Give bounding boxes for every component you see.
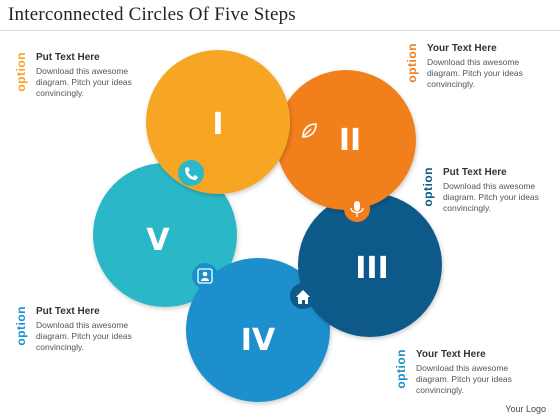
step-1-circle xyxy=(146,50,290,194)
option-label: option xyxy=(394,349,408,389)
block-heading: Put Text Here xyxy=(36,52,100,63)
step-1-numeral: I xyxy=(212,107,223,142)
step-1-piece: I xyxy=(146,50,290,194)
leaf-icon xyxy=(302,123,317,138)
block-heading: Put Text Here xyxy=(443,167,507,178)
step-2-numeral: II xyxy=(339,123,361,158)
block-body: Download this awesome diagram. Pitch you… xyxy=(36,320,132,352)
step-4-numeral: IV xyxy=(241,323,276,358)
logo-text: Your Logo xyxy=(505,404,546,414)
connector-4-5 xyxy=(192,263,218,289)
block-heading: Your Text Here xyxy=(427,43,497,54)
title-divider xyxy=(0,30,560,31)
option-label: option xyxy=(405,43,419,83)
phone-icon xyxy=(185,167,198,180)
block-body: Download this awesome diagram. Pitch you… xyxy=(427,57,523,89)
step-5-numeral: V xyxy=(146,223,170,258)
block-body: Download this awesome diagram. Pitch you… xyxy=(443,181,539,213)
step-2-circle xyxy=(276,70,416,210)
person-icon xyxy=(197,268,213,284)
connector-5-1 xyxy=(178,160,204,186)
option-label: option xyxy=(14,306,28,346)
connector-2-3 xyxy=(344,196,370,222)
connector-1-2 xyxy=(296,118,322,144)
option-label: option xyxy=(421,167,435,207)
block-body: Download this awesome diagram. Pitch you… xyxy=(416,363,512,395)
block-heading: Put Text Here xyxy=(36,306,100,317)
step-3-circle xyxy=(298,193,442,337)
connector-3-4 xyxy=(290,283,316,309)
page-title: Interconnected Circles Of Five Steps xyxy=(8,4,296,25)
block-heading: Your Text Here xyxy=(416,349,486,360)
microphone-icon xyxy=(350,201,364,217)
step-3-piece: III xyxy=(298,193,442,337)
block-body: Download this awesome diagram. Pitch you… xyxy=(36,66,132,98)
option-label: option xyxy=(14,52,28,92)
house-icon xyxy=(296,290,310,304)
step-2-piece: II xyxy=(276,70,416,210)
step-3-numeral: III xyxy=(355,251,389,286)
